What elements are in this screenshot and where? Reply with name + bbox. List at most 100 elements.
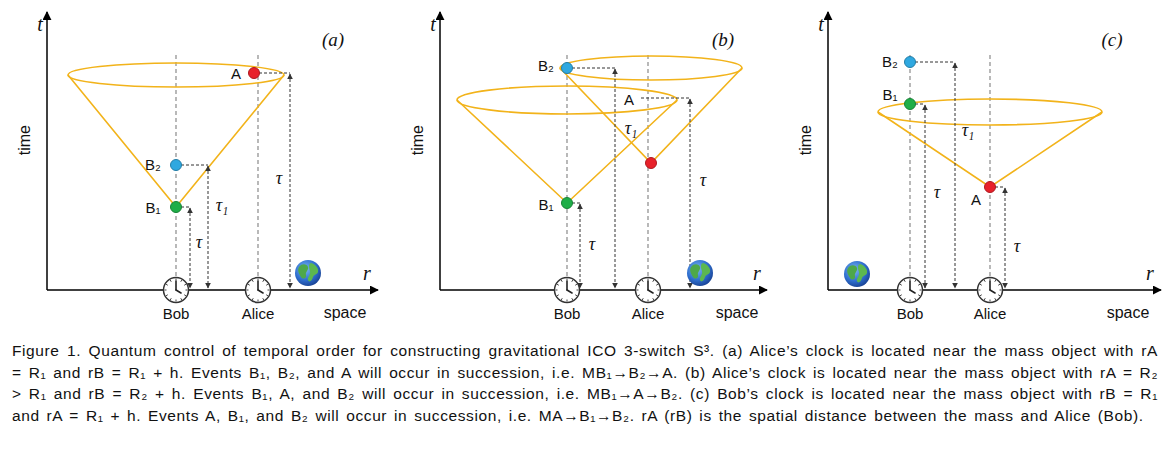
clock-face: [246, 278, 271, 303]
event-dot: [646, 158, 657, 169]
clock-tick: [266, 284, 268, 285]
clock-tick: [176, 300, 177, 302]
duration-label: τ₁: [625, 118, 638, 139]
clock-hand: [175, 281, 177, 290]
time-leader: [259, 73, 290, 74]
event-label: A: [231, 65, 241, 82]
axis-name: time: [409, 125, 427, 155]
clock-tick: [979, 290, 981, 291]
clock-tick: [184, 295, 186, 296]
clock-tick: [984, 298, 985, 300]
world-line: [989, 55, 990, 276]
light-cone: [68, 75, 284, 207]
clock-tick: [900, 284, 902, 285]
panel-art: [828, 12, 1161, 290]
clock-tick: [181, 298, 182, 300]
clock-tick: [575, 295, 577, 296]
clock-face: [164, 278, 189, 303]
axis-name: time: [797, 125, 815, 155]
clock-tick: [572, 298, 573, 300]
figure-caption: Figure 1. Quantum control of temporal or…: [12, 340, 1158, 426]
clock-tick: [910, 300, 911, 302]
clock-node: Alice: [629, 276, 668, 322]
clock-owner: Bob: [550, 305, 584, 322]
axis-symbol: r: [363, 262, 371, 285]
clock-tick: [918, 284, 920, 285]
duration-label: τ: [196, 232, 202, 253]
clock-hand: [909, 281, 911, 290]
event-dot: [562, 63, 573, 74]
earth-icon: [295, 260, 321, 286]
panel-label: (c): [1101, 29, 1122, 51]
earth-icon: [687, 260, 713, 286]
clock-tick: [656, 284, 658, 285]
clock-symbol: [553, 276, 581, 304]
world-line: [566, 55, 567, 276]
clock-face: [898, 278, 923, 303]
event-label: A: [624, 91, 634, 108]
clock-tick: [637, 290, 639, 291]
duration-arrow: [290, 74, 291, 288]
clock-tick: [915, 280, 916, 282]
clock-tick: [1000, 290, 1002, 291]
clock-hand: [648, 290, 653, 293]
earth-land: [847, 265, 857, 279]
clock-hand: [258, 290, 263, 293]
duration-arrow: [690, 99, 691, 288]
clock-node: Alice: [239, 276, 278, 322]
clock-tick: [247, 290, 249, 291]
clock-tick: [263, 298, 264, 300]
event-label: A: [971, 191, 981, 208]
earth-land: [857, 264, 867, 282]
event-label: B₂: [538, 57, 554, 74]
clock-tick: [561, 298, 562, 300]
clock-tick: [561, 280, 562, 282]
axis-symbol: t: [430, 13, 436, 36]
clock-tick: [900, 295, 902, 296]
clock-face: [978, 278, 1003, 303]
clock-tick: [184, 284, 186, 285]
clock-symbol: [244, 276, 272, 304]
clock-hand: [910, 290, 915, 293]
axis-name: space: [324, 304, 367, 322]
space-axis: [47, 289, 378, 291]
clock-tick: [995, 298, 996, 300]
clock-tick: [658, 290, 660, 291]
light-cone: [878, 112, 1102, 187]
time-leader: [572, 68, 615, 69]
clock-hand: [990, 290, 995, 293]
duration-label: τ₁: [962, 120, 975, 141]
clock-tick: [656, 295, 658, 296]
clock-face: [636, 278, 661, 303]
duration-arrow: [615, 69, 616, 288]
clock-tick: [263, 280, 264, 282]
clock-tick: [266, 295, 268, 296]
axis-name: space: [1107, 304, 1150, 322]
clock-tick: [170, 280, 171, 282]
time-leader: [181, 207, 190, 208]
duration-arrow: [1005, 188, 1006, 288]
clock-tick: [998, 295, 1000, 296]
clock-tick: [915, 298, 916, 300]
event-dot: [905, 57, 916, 68]
duration-label: τ₁: [216, 195, 229, 216]
light-cone-rim: [68, 63, 284, 87]
clock-node: Alice: [971, 276, 1010, 322]
clock-hand: [176, 290, 181, 293]
clock-tick: [904, 280, 905, 282]
clock-node: Bob: [893, 276, 927, 322]
earth-globe: [687, 260, 713, 286]
clock-tick: [252, 280, 253, 282]
clock-tick: [268, 290, 270, 291]
event-label: B₁: [145, 199, 160, 216]
duration-label: τ: [934, 182, 940, 203]
clock-tick: [899, 290, 901, 291]
axis-symbol: r: [1146, 262, 1154, 285]
clock-tick: [653, 280, 654, 282]
clock-tick: [166, 284, 168, 285]
panel-label: (a): [322, 29, 344, 51]
clock-tick: [642, 280, 643, 282]
clock-tick: [984, 280, 985, 282]
duration-arrow: [208, 166, 209, 288]
clock-tick: [990, 300, 991, 302]
